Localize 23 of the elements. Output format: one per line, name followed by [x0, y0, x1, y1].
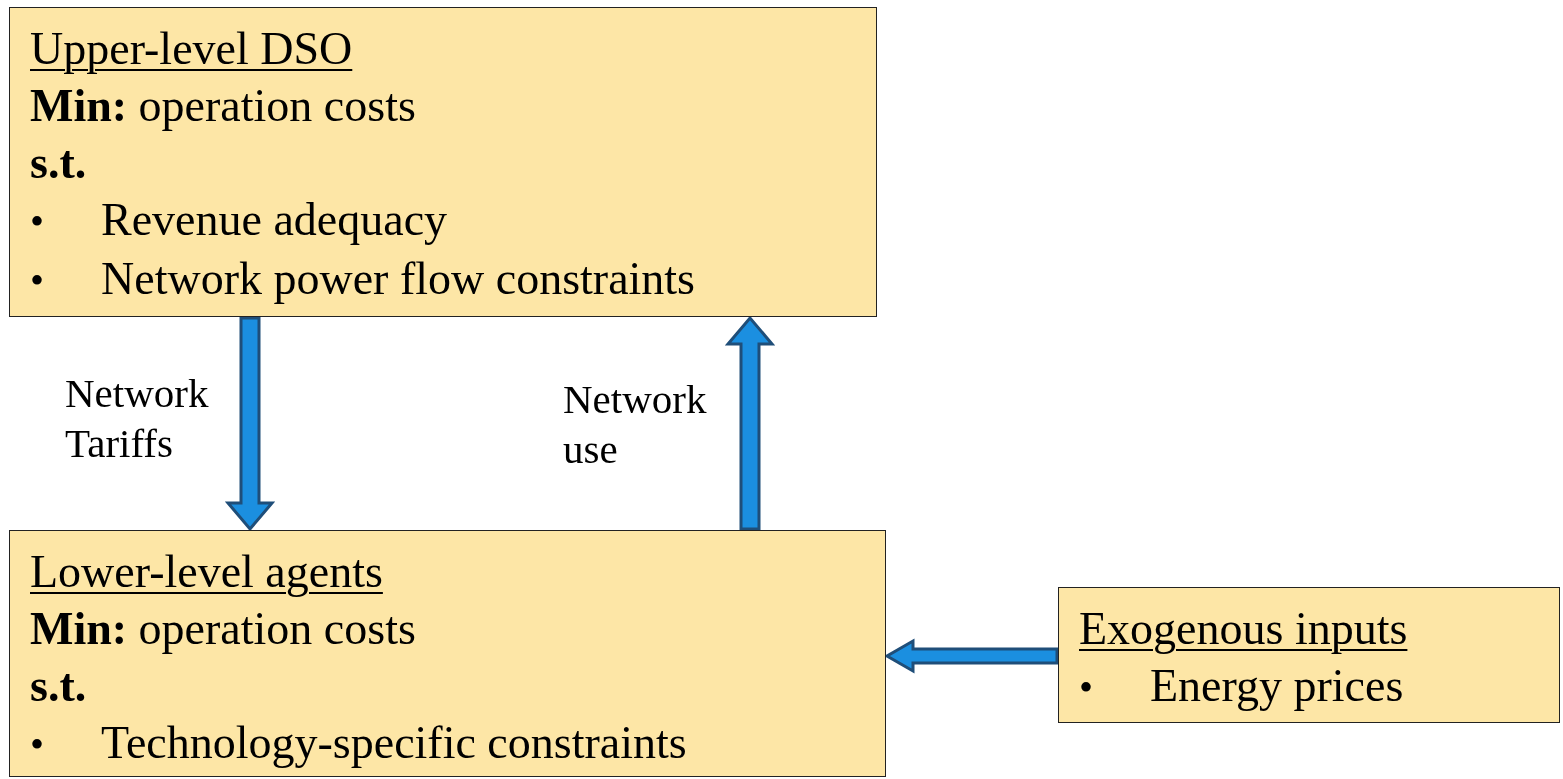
block-arrow [724, 315, 776, 531]
bullet-mark: • [30, 721, 45, 769]
bullet-item: Network power flow constraints [101, 252, 696, 306]
bullet-item: Revenue adequacy [101, 193, 448, 247]
bullet-item: Energy prices [1150, 659, 1404, 713]
constraint-label: s.t. [30, 659, 88, 713]
bullet-item: Technology-specific constraints [101, 716, 687, 770]
edge-label: Network Tariffs [65, 369, 210, 468]
bullet-mark: • [30, 198, 45, 246]
objective-text: Min: operation costs [30, 602, 417, 656]
process-box [1058, 587, 1560, 723]
block-arrow [224, 316, 276, 532]
process-box [9, 7, 877, 317]
heading-text: Upper-level DSO [30, 22, 354, 76]
heading-text: Exogenous inputs [1079, 602, 1409, 656]
block-arrow [884, 638, 1059, 674]
process-box [9, 530, 886, 777]
bullet-mark: • [1079, 664, 1094, 712]
bullet-mark: • [30, 257, 45, 305]
objective-text: Min: operation costs [30, 79, 417, 133]
edge-label: Network use [563, 375, 708, 474]
constraint-label: s.t. [30, 136, 88, 190]
heading-text: Lower-level agents [30, 545, 384, 599]
